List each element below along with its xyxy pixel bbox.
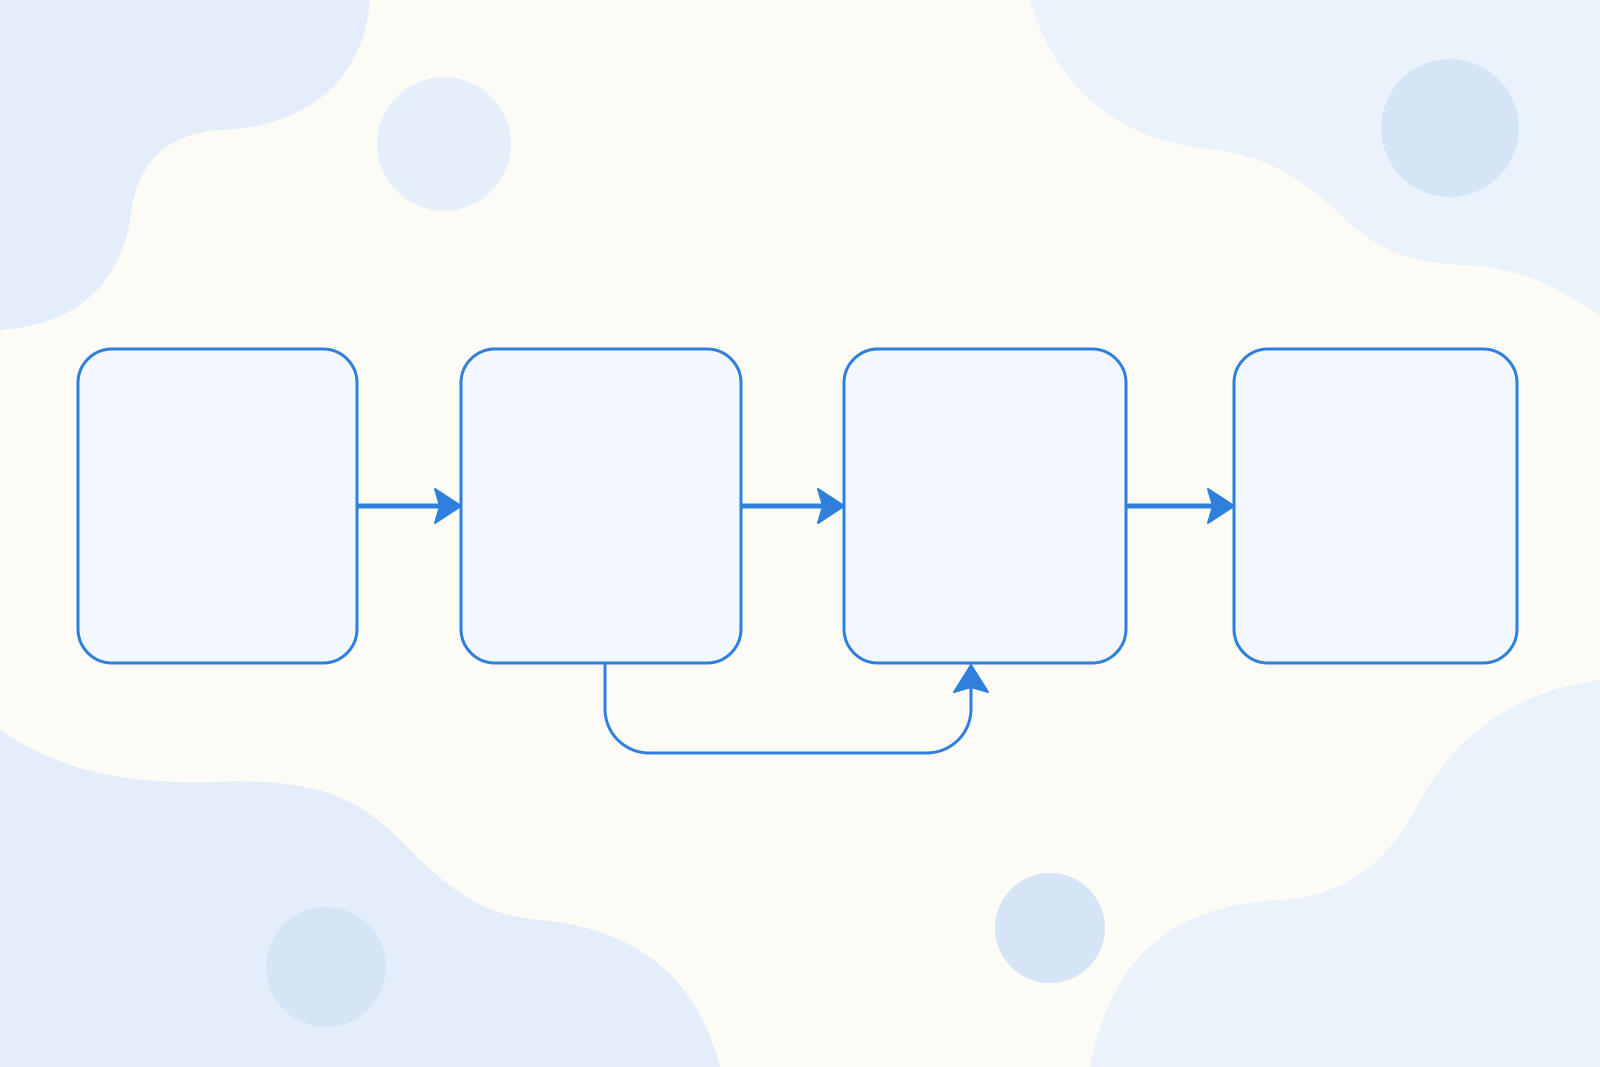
- flowchart-node: [842, 347, 1128, 665]
- background-dot: [377, 77, 511, 211]
- arrowhead: [817, 488, 845, 524]
- background-dot: [1381, 59, 1519, 197]
- flowchart-edge-loop: [603, 663, 973, 755]
- arrowhead: [434, 488, 462, 524]
- background-blob-bottom-right: [1090, 680, 1600, 1067]
- background-blob-bottom-left: [0, 730, 720, 1067]
- background-dot: [266, 907, 386, 1027]
- background-blob-top-left: [0, 0, 370, 330]
- flowchart-node: [76, 347, 359, 665]
- arrowhead: [1207, 488, 1235, 524]
- arrowhead: [953, 664, 989, 693]
- background-dot: [995, 873, 1105, 983]
- flowchart-node: [459, 347, 743, 665]
- flowchart-node: [1232, 347, 1519, 665]
